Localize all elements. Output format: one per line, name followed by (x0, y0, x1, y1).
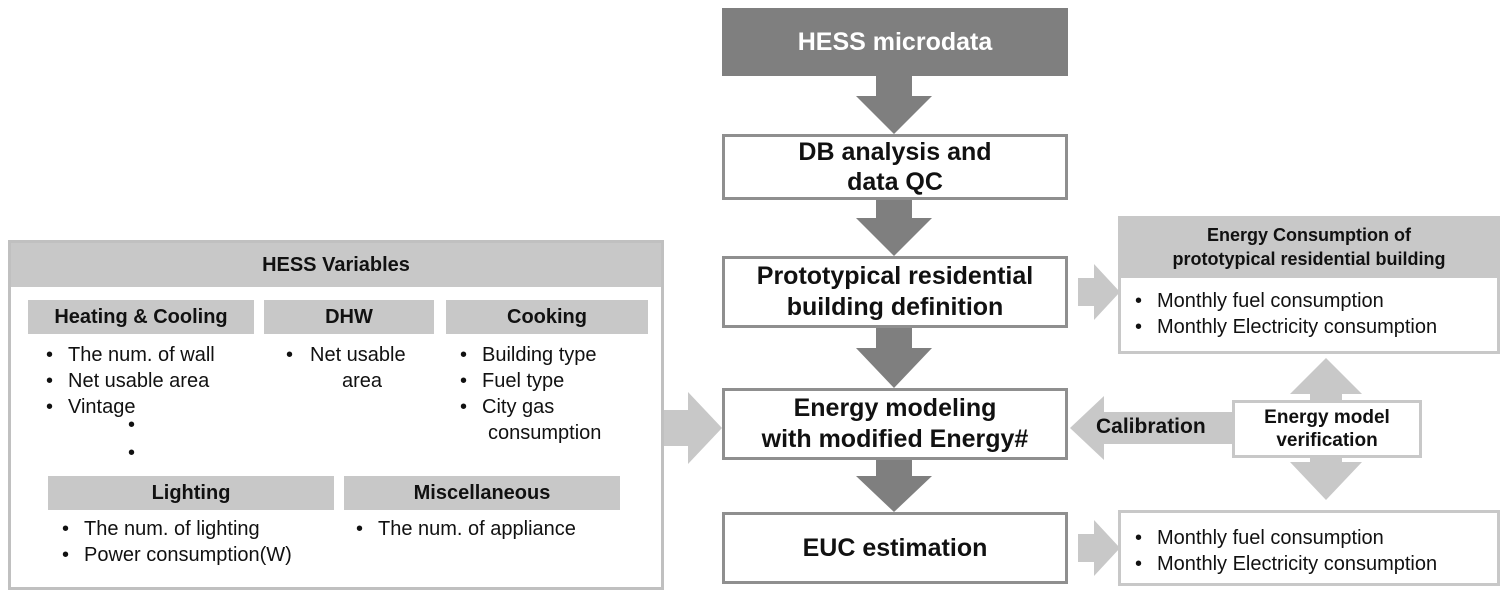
dhw-item-line1: Net usable (310, 344, 406, 366)
cooking-title: Cooking (507, 305, 587, 328)
list-item: Monthly fuel consumption (1131, 288, 1497, 314)
euc-output-panel: Monthly fuel consumption Monthly Electri… (1118, 510, 1500, 586)
hess-microdata-label: HESS microdata (797, 27, 993, 56)
hess-variables-title: HESS Variables (262, 253, 410, 276)
down-arrow-1 (856, 76, 932, 134)
cooking-list: Building type Fuel type City gas (456, 342, 652, 420)
down-arrow-3 (856, 328, 932, 388)
right-arrow-prototypical (1078, 264, 1120, 320)
list-item: City gas (456, 394, 652, 420)
energy-consumption-title-line2: prototypical residential building (1172, 249, 1446, 269)
dhw-title: DHW (325, 305, 373, 328)
lighting-list: The num. of lighting Power consumption(W… (58, 516, 338, 568)
hess-variables-header: HESS Variables (11, 243, 661, 287)
list-item: Fuel type (456, 368, 652, 394)
calibration-label: Calibration (1096, 415, 1206, 438)
lighting-title: Lighting (151, 481, 231, 504)
euc-output-list: Monthly fuel consumption Monthly Electri… (1121, 513, 1497, 577)
energy-modeling-line2: with modified Energy# (761, 425, 1029, 453)
verification-line2: verification (1276, 430, 1378, 451)
cooking-header: Cooking (446, 300, 648, 334)
heating-cooling-header: Heating & Cooling (28, 300, 254, 334)
db-analysis-line2: data QC (847, 168, 943, 196)
euc-estimation-label: EUC estimation (802, 533, 988, 562)
right-arrow-variables (662, 392, 722, 464)
cooking-item-continuation: consumption (488, 422, 602, 444)
list-item: Monthly Electricity consumption (1131, 314, 1497, 340)
db-analysis-line1: DB analysis and (798, 138, 992, 166)
down-arrow-2 (856, 200, 932, 256)
right-arrow-euc (1078, 520, 1120, 576)
heating-cooling-list: The num. of wall Net usable area Vintage (42, 342, 262, 420)
db-analysis-box: DB analysis and data QC (722, 134, 1068, 200)
energy-consumption-title-line1: Energy Consumption of (1207, 225, 1411, 245)
list-item: Monthly Electricity consumption (1131, 551, 1497, 577)
ellipsis-dot-1: • (128, 414, 136, 436)
dhw-list: • Net usable area (282, 342, 432, 394)
energy-consumption-panel: Monthly fuel consumption Monthly Electri… (1118, 278, 1500, 354)
energy-modeling-line1: Energy modeling (793, 394, 997, 422)
ellipsis-dot-2: • (128, 442, 136, 464)
verification-line1: Energy model (1264, 407, 1390, 428)
heating-cooling-title: Heating & Cooling (54, 305, 228, 328)
list-item: Power consumption(W) (58, 542, 338, 568)
prototypical-line1: Prototypical residential (756, 262, 1034, 290)
list-item: Net usable area (42, 368, 262, 394)
energy-consumption-list: Monthly fuel consumption Monthly Electri… (1121, 278, 1497, 340)
miscellaneous-header: Miscellaneous (344, 476, 620, 510)
miscellaneous-list: The num. of appliance (352, 516, 622, 542)
lighting-header: Lighting (48, 476, 334, 510)
list-item: The num. of lighting (58, 516, 338, 542)
prototypical-line2: building definition (786, 293, 1004, 321)
energy-modeling-box: Energy modeling with modified Energy# (722, 388, 1068, 460)
prototypical-definition-box: Prototypical residential building defini… (722, 256, 1068, 328)
energy-model-verification-box: Energy model verification (1232, 400, 1422, 458)
list-item: Vintage (42, 394, 262, 420)
miscellaneous-title: Miscellaneous (413, 481, 551, 504)
list-item: Monthly fuel consumption (1131, 525, 1497, 551)
down-arrow-4 (856, 460, 932, 512)
list-item: The num. of wall (42, 342, 262, 368)
euc-estimation-box: EUC estimation (722, 512, 1068, 584)
list-item: Building type (456, 342, 652, 368)
hess-microdata-box: HESS microdata (722, 8, 1068, 76)
energy-consumption-header: Energy Consumption of prototypical resid… (1118, 216, 1500, 278)
dhw-header: DHW (264, 300, 434, 334)
dhw-item-line2: area (342, 370, 383, 392)
left-arrow-calibration (1070, 396, 1232, 460)
list-item: The num. of appliance (352, 516, 622, 542)
